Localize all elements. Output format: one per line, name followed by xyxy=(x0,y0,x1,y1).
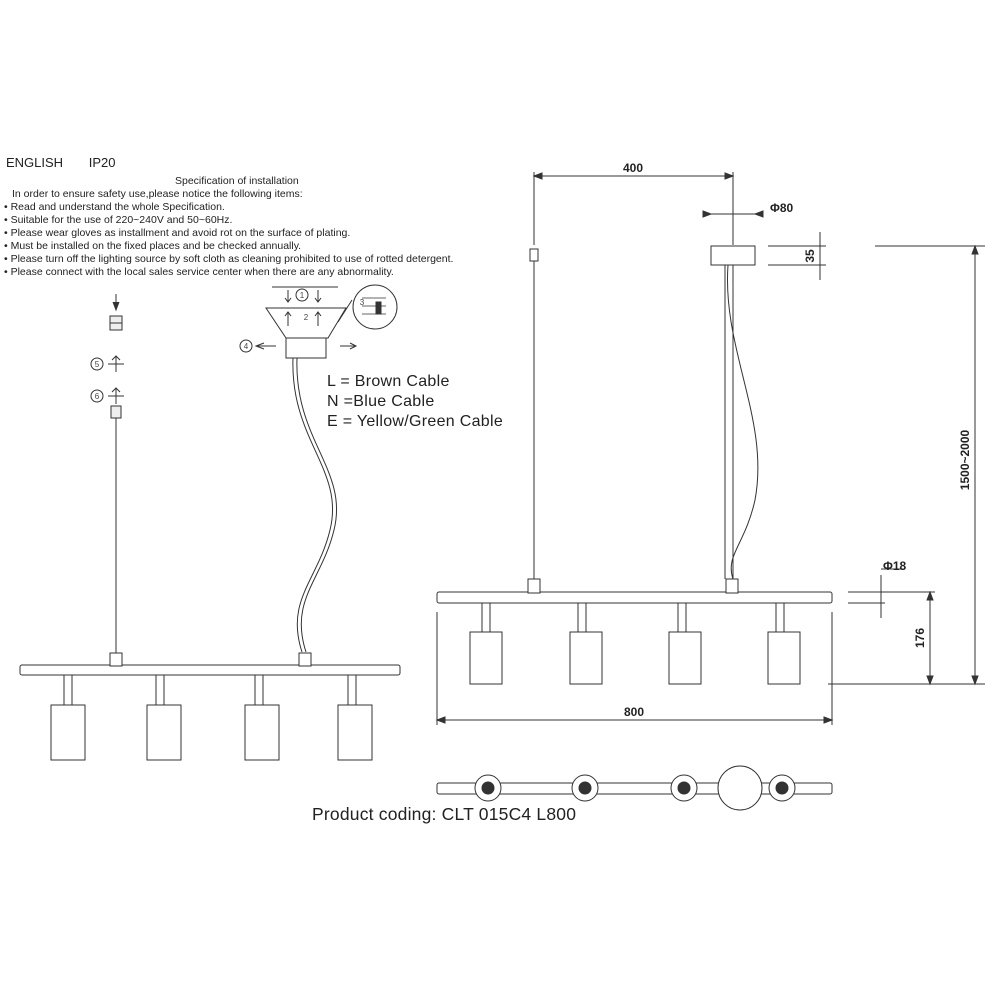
cable-n: N =Blue Cable xyxy=(327,393,435,410)
spec-item: Suitable for the use of 220~240V and 50~… xyxy=(4,214,453,227)
step-number: 5 xyxy=(95,360,100,369)
dim-bar-diameter: Φ18 xyxy=(883,559,907,573)
spec-item: Please connect with the local sales serv… xyxy=(4,266,453,279)
spot-light xyxy=(767,602,801,685)
spec-item: Please turn off the lighting source by s… xyxy=(4,253,454,266)
step-number: 3 xyxy=(360,298,365,307)
spot-light xyxy=(244,674,280,761)
step-number: 1 xyxy=(300,291,305,300)
header: ENGLISH IP20 xyxy=(6,155,137,170)
spec-item: Must be installed on the fixed places an… xyxy=(4,240,453,253)
spot-light xyxy=(569,602,603,685)
cable-legend: L = Brown Cable N =Blue Cable E = Yellow… xyxy=(327,372,503,432)
spot-light xyxy=(469,602,503,685)
spot-light xyxy=(668,602,702,685)
dim-total-height: 1500~2000 xyxy=(958,429,972,490)
cable-l: L = Brown Cable xyxy=(327,373,450,390)
right-fixture xyxy=(436,245,833,685)
product-coding: Product coding: CLT 015C4 L800 xyxy=(312,804,577,824)
step-5-marker xyxy=(90,357,104,371)
step-number: 4 xyxy=(244,342,249,351)
spec-item: Read and understand the whole Specificat… xyxy=(4,201,453,214)
spot-light xyxy=(146,674,182,761)
spot-light xyxy=(50,674,86,761)
wire-fixing-parts xyxy=(108,294,124,653)
spec-list: Read and understand the whole Specificat… xyxy=(4,201,454,279)
step-number: 6 xyxy=(95,392,100,401)
cable-e: E = Yellow/Green Cable xyxy=(327,413,504,430)
dim-spot-height: 176 xyxy=(913,628,927,648)
step-number: 2 xyxy=(304,313,309,322)
spec-title: Specification of installation xyxy=(175,175,299,187)
spec-intro: In order to ensure safety use,please not… xyxy=(12,188,303,200)
step-4-marker xyxy=(239,339,253,353)
canopy-exploded xyxy=(254,284,398,653)
spec-item: Please wear gloves as installment and av… xyxy=(4,227,453,240)
dim-bar-length: 800 xyxy=(624,705,644,719)
ip-rating: IP20 xyxy=(88,155,116,170)
language-label: ENGLISH xyxy=(6,155,64,170)
step-numbers: 1 2 3 4 5 6 xyxy=(95,291,365,401)
step-6-marker xyxy=(90,389,104,403)
dim-400: 400 xyxy=(623,161,643,175)
dim-canopy-diameter: Φ80 xyxy=(770,201,794,215)
dim-canopy-height: 35 xyxy=(803,249,817,263)
top-view xyxy=(436,765,833,811)
dimension-lines xyxy=(435,172,985,725)
spot-light xyxy=(337,674,373,761)
step-1-marker xyxy=(295,288,309,302)
left-fixture xyxy=(19,652,401,761)
